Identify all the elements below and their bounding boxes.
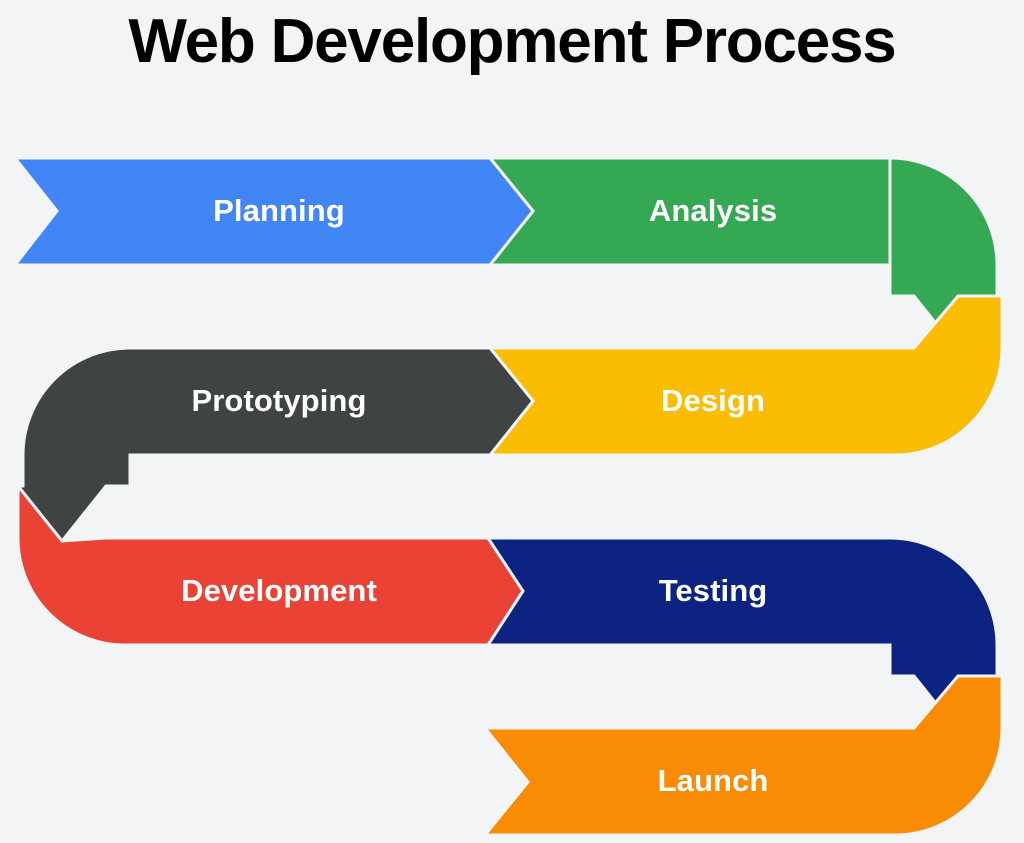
band-design[interactable] — [486, 294, 1004, 457]
label-planning: Planning — [213, 193, 345, 228]
label-testing: Testing — [659, 573, 768, 608]
band-prototyping[interactable] — [14, 346, 535, 544]
label-analysis: Analysis — [649, 193, 777, 228]
label-development: Development — [181, 573, 377, 608]
label-design: Design — [661, 383, 765, 418]
band-testing[interactable] — [485, 536, 1006, 734]
label-launch: Launch — [658, 763, 769, 798]
band-development[interactable] — [16, 481, 525, 647]
page-title: Web Development Process — [128, 7, 896, 76]
band-planning[interactable] — [11, 156, 535, 267]
band-launch[interactable] — [481, 674, 1004, 837]
label-prototyping: Prototyping — [191, 383, 366, 418]
